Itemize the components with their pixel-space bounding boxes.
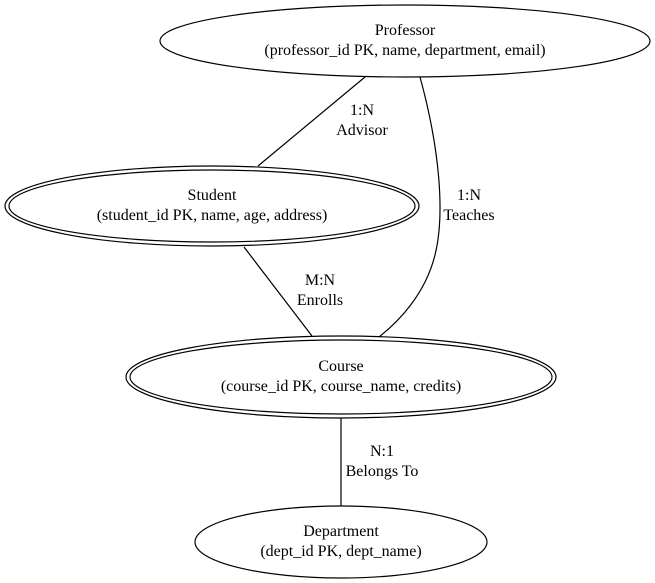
entity-professor-shape	[159, 4, 651, 78]
entity-department-shape	[194, 505, 488, 579]
relationship-enrolls: M:N Enrolls	[243, 246, 343, 337]
entity-course-attributes: (course_id PK, course_name, credits)	[221, 378, 461, 395]
entity-student-name: Student	[188, 187, 237, 204]
entity-professor: Professor (professor_id PK, name, depart…	[159, 4, 651, 78]
entity-student-attributes: (student_id PK, name, age, address)	[97, 207, 328, 224]
entity-department-attributes: (dept_id PK, dept_name)	[260, 543, 421, 560]
relationship-advisor: 1:N Advisor	[257, 76, 388, 167]
entity-department: Department (dept_id PK, dept_name)	[194, 505, 488, 579]
cardinality-enrolls: M:N	[305, 272, 336, 289]
entity-student: Student (student_id PK, name, age, addre…	[4, 165, 420, 247]
relationship-belongs-to: N:1 Belongs To	[340, 418, 419, 506]
label-advisor: Advisor	[336, 122, 388, 139]
label-enrolls: Enrolls	[297, 292, 343, 309]
cardinality-belongs-to: N:1	[370, 443, 394, 460]
label-belongs-to: Belongs To	[346, 463, 419, 480]
entity-professor-attributes: (professor_id PK, name, department, emai…	[264, 42, 545, 59]
cardinality-teaches: 1:N	[457, 187, 481, 204]
entity-student-inner-shape	[8, 169, 416, 243]
relationship-teaches: 1:N Teaches	[378, 76, 495, 338]
edge-enrolls	[243, 246, 313, 337]
entity-department-name: Department	[303, 523, 379, 540]
cardinality-advisor: 1:N	[350, 102, 374, 119]
entity-course-inner-shape	[129, 339, 553, 415]
label-teaches: Teaches	[443, 207, 494, 224]
entity-course-name: Course	[318, 358, 363, 375]
entity-professor-name: Professor	[375, 22, 436, 39]
entity-course: Course (course_id PK, course_name, credi…	[125, 335, 557, 419]
edge-teaches	[378, 76, 441, 338]
edge-advisor	[257, 76, 366, 167]
